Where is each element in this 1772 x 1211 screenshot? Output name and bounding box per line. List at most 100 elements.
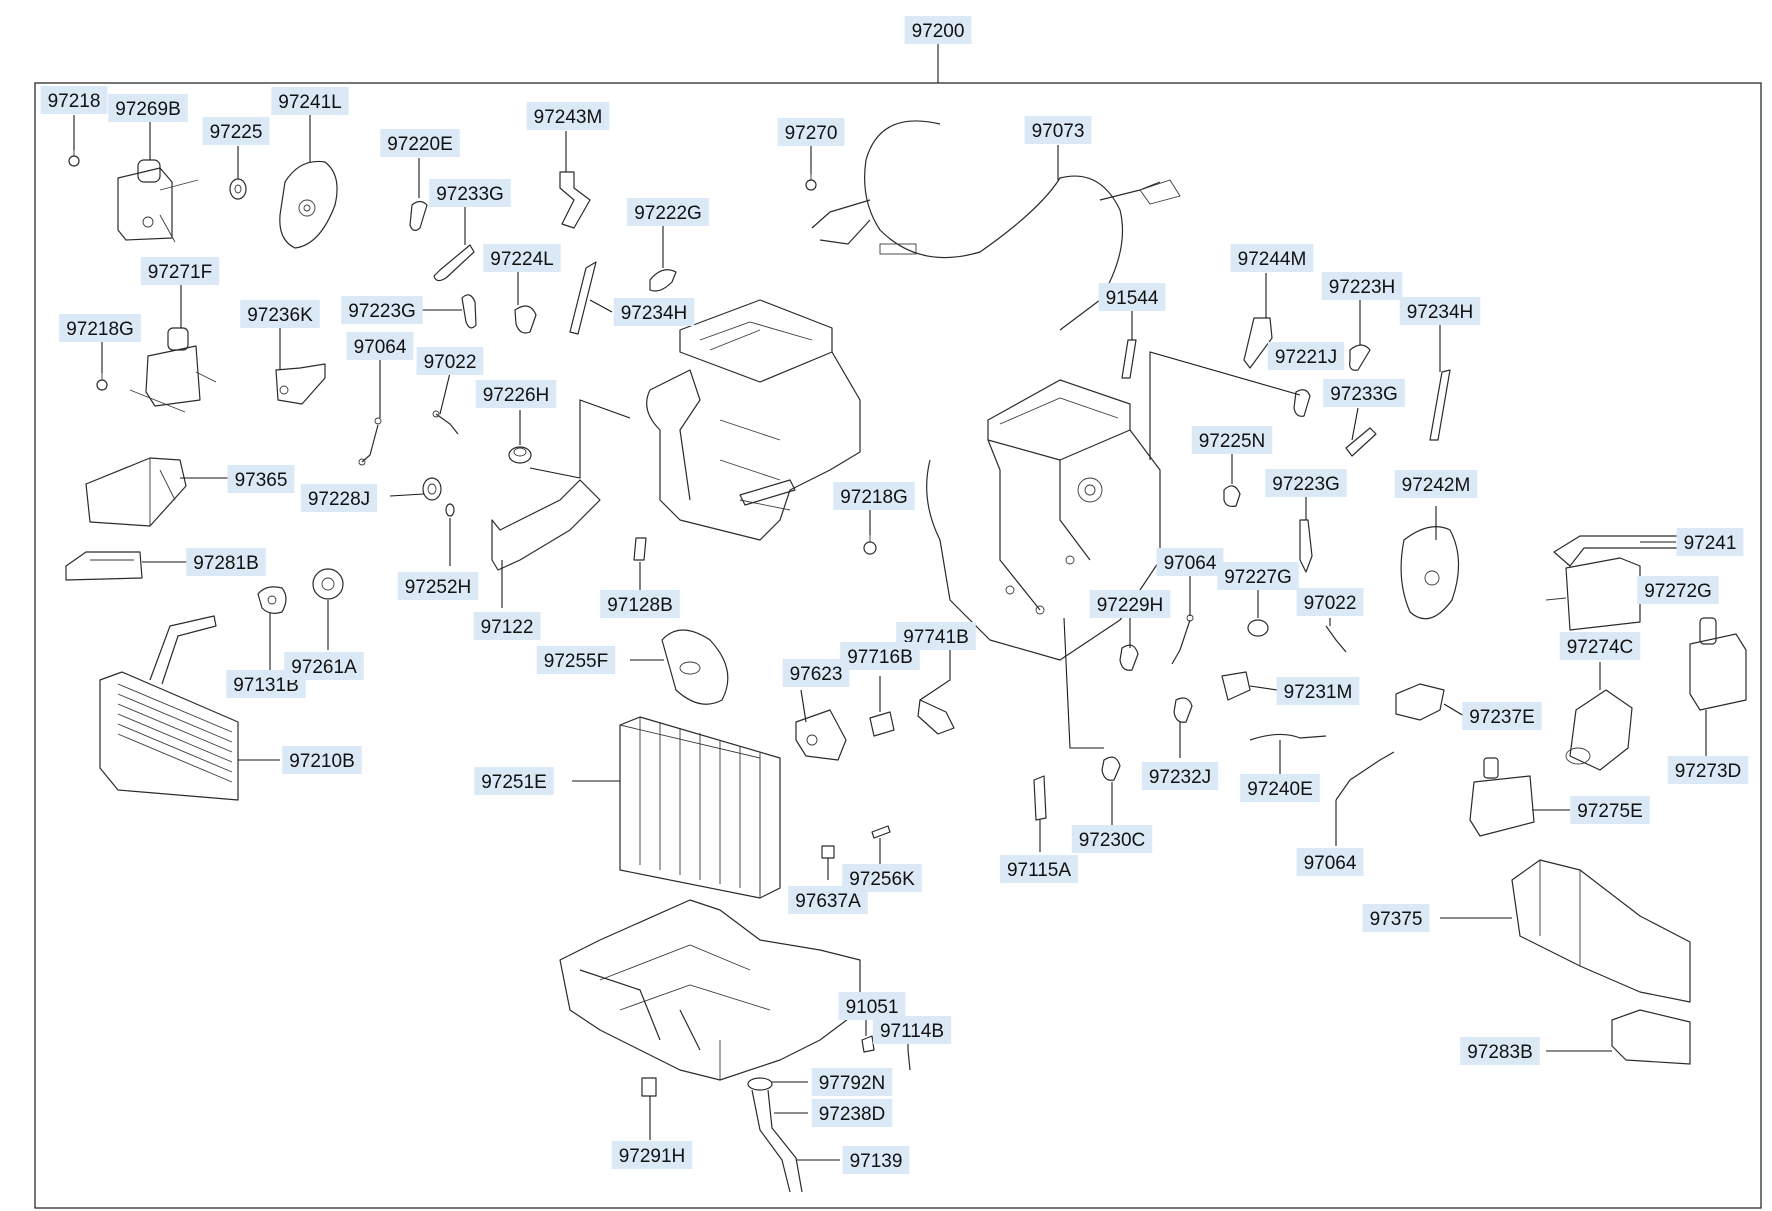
part-label-97270: 97270	[777, 118, 845, 146]
part-label-text: 97241L	[278, 92, 341, 113]
part-label-text: 97223G	[1272, 474, 1340, 495]
part-label-97224l: 97224L	[483, 244, 561, 272]
part-label-97221j: 97221J	[1267, 342, 1345, 370]
part-label-background	[1394, 470, 1478, 498]
part-label-text: 97022	[424, 352, 477, 373]
lever-97223g-left	[461, 294, 477, 329]
actuator-97275e	[1469, 757, 1535, 837]
clip-97224l	[514, 305, 537, 334]
part-label-97291h: 97291H	[611, 1141, 693, 1169]
part-label-background	[483, 244, 561, 272]
part-label-97225: 97225	[202, 117, 270, 145]
actuator-97269b	[117, 159, 199, 243]
actuator-97274c	[1565, 689, 1633, 771]
part-label-text: 97273D	[1675, 761, 1742, 782]
duct-97375	[1511, 859, 1691, 1003]
pin-97114b	[907, 1049, 911, 1071]
part-label-background	[1276, 677, 1360, 705]
part-label-text: 97234H	[621, 303, 688, 324]
part-label-97128b: 97128B	[600, 590, 680, 618]
part-label-background	[416, 347, 484, 375]
clip-97291h	[641, 1077, 657, 1097]
clip-97232j	[1173, 697, 1193, 723]
part-label-text: 97210B	[289, 751, 355, 772]
gear-97242m	[1400, 526, 1460, 620]
part-label-text: 97224L	[490, 249, 553, 270]
part-label-background	[1156, 548, 1224, 576]
part-label-97122: 97122	[473, 612, 541, 640]
lever-97222g	[649, 269, 677, 292]
part-label-97064_b: 97064	[1156, 548, 1224, 576]
grommet-97131b	[257, 586, 287, 614]
part-label-text: 97022	[1304, 593, 1357, 614]
part-label-background	[186, 548, 266, 576]
bolt-97218	[68, 150, 80, 167]
cable-97240e	[1249, 733, 1327, 741]
part-label-text: 97223G	[348, 301, 416, 322]
part-label-text: 97200	[912, 21, 965, 42]
clip-97230c	[1101, 756, 1121, 781]
part-label-background	[1667, 756, 1749, 784]
part-label-text: 97222G	[634, 203, 702, 224]
damper-97255f	[661, 629, 729, 705]
bolt-97218g-left	[96, 373, 108, 391]
part-label-text: 97281B	[193, 553, 259, 574]
part-label-text: 97252H	[405, 577, 472, 598]
motor-97623	[795, 709, 847, 761]
part-label-background	[782, 659, 850, 687]
part-label-background	[300, 484, 378, 512]
part-label-background	[284, 652, 364, 680]
seal-97122	[491, 479, 601, 571]
part-label-background	[1240, 774, 1320, 802]
part-label-97218g_b: 97218G	[833, 482, 915, 510]
part-label-97240e: 97240E	[1240, 774, 1320, 802]
part-label-97073: 97073	[1024, 116, 1092, 144]
part-label-97237e: 97237E	[1462, 702, 1542, 730]
part-label-97271f: 97271F	[140, 257, 220, 285]
bracket-97237e	[1395, 683, 1445, 721]
part-label-background	[473, 612, 541, 640]
part-label-background	[999, 855, 1079, 883]
part-label-text: 97218	[48, 91, 101, 112]
part-label-97283b: 97283B	[1460, 1037, 1540, 1065]
part-label-97233g_b: 97233G	[1323, 379, 1405, 407]
part-label-97200: 97200	[904, 16, 972, 44]
part-label-text: 97274C	[1567, 637, 1634, 658]
part-label-text: 97271F	[148, 262, 212, 283]
part-label-97232j: 97232J	[1141, 762, 1219, 790]
part-label-97716b: 97716B	[840, 642, 920, 670]
part-label-text: 97275E	[1577, 801, 1643, 822]
part-label-background	[429, 179, 511, 207]
actuator-97271f	[129, 327, 217, 413]
part-label-text: 97238D	[819, 1104, 886, 1125]
part-label-text: 97064	[1304, 853, 1357, 874]
part-label-97218: 97218	[40, 86, 108, 114]
clip-91051	[861, 1035, 875, 1053]
part-label-background	[397, 572, 479, 600]
part-label-97218g_a: 97218G	[59, 314, 141, 342]
actuator-97273d	[1689, 617, 1747, 711]
part-label-background	[475, 380, 557, 408]
part-label-97792n: 97792N	[811, 1068, 893, 1096]
part-label-background	[1191, 426, 1273, 454]
clip-97115a	[1033, 775, 1047, 821]
part-label-97274c: 97274C	[1559, 632, 1641, 660]
part-label-background	[140, 257, 220, 285]
part-label-background	[788, 886, 868, 914]
part-label-97637a: 97637A	[788, 886, 868, 914]
part-label-background	[1637, 576, 1719, 604]
lever-97233g-left	[433, 244, 475, 282]
bracket-97241	[1553, 535, 1681, 567]
part-label-background	[1089, 590, 1171, 618]
part-label-97231m: 97231M	[1276, 677, 1360, 705]
part-label-text: 97243M	[534, 107, 603, 128]
part-label-97242m: 97242M	[1394, 470, 1478, 498]
part-label-text: 97218G	[840, 487, 908, 508]
part-label-97022_b: 97022	[1296, 588, 1364, 616]
part-label-text: 97073	[1032, 121, 1085, 142]
clip-97022-right	[1325, 625, 1347, 653]
part-label-97022_a: 97022	[416, 347, 484, 375]
part-label-background	[1559, 632, 1641, 660]
part-label-text: 97139	[850, 1151, 903, 1172]
